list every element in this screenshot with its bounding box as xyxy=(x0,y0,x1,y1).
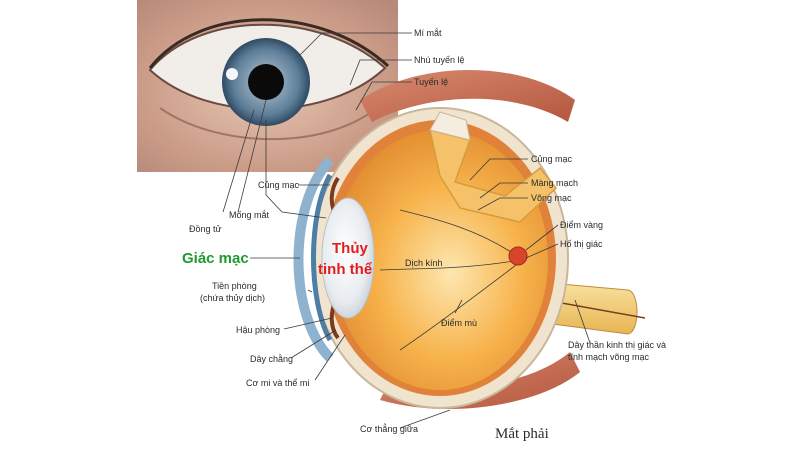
eyeball-section xyxy=(293,107,569,409)
eye-photo-lower-lid xyxy=(159,104,381,141)
blood-vessels xyxy=(379,209,521,351)
label-lens-line2: tinh thể xyxy=(318,261,372,278)
cornea xyxy=(293,156,334,362)
sclera-cut-flap xyxy=(429,111,471,141)
labels: Mí mắt Nhú tuyến lệ Tuyến lệ Củng mạc Mà… xyxy=(182,28,666,442)
label-retina: Võng mạc xyxy=(531,193,572,203)
label-sclera-left: Củng mạc xyxy=(258,180,300,190)
label-fovea: Hố thị giác xyxy=(560,239,603,249)
superior-muscle xyxy=(360,70,575,122)
label-choroid: Màng mạch xyxy=(531,178,578,188)
retina-cut-band xyxy=(429,128,558,223)
diagram-title: Mắt phải xyxy=(495,426,549,442)
label-vitreous: Dịch kính xyxy=(405,258,443,268)
iris-section xyxy=(311,173,333,342)
label-rectus-muscle: Cơ thẳng giữa xyxy=(360,423,418,434)
label-anterior-chamber-2: (chứa thủy dịch) xyxy=(200,293,265,303)
label-iris: Mống mắt xyxy=(229,210,270,220)
label-macula: Điểm vàng xyxy=(560,220,603,230)
label-blind-spot: Điểm mù xyxy=(441,318,477,328)
macula-spot xyxy=(508,246,528,266)
label-cornea: Giác mạc xyxy=(182,250,249,267)
leader-lines xyxy=(222,32,591,429)
eye-photo-lashes xyxy=(148,18,390,69)
label-eyelid: Mí mắt xyxy=(414,28,442,38)
lens xyxy=(321,197,375,319)
label-zonule: Dây chằng xyxy=(250,354,293,364)
label-anterior-chamber-1: Tiền phòng xyxy=(212,281,257,291)
label-ciliary: Cơ mi và thể mi xyxy=(246,378,309,388)
label-optic-nerve-2: tĩnh mạch võng mạc xyxy=(568,352,650,362)
label-posterior-chamber: Hậu phòng xyxy=(236,325,280,335)
label-optic-nerve-1: Dây thần kinh thị giác và xyxy=(568,340,666,350)
label-pupil: Đồng tử xyxy=(189,224,222,234)
label-sclera-top: Củng mạc xyxy=(531,154,573,164)
eye-photo-pupil xyxy=(248,64,284,100)
eye-photo-glint xyxy=(226,68,238,80)
label-lacrimal-gland: Tuyến lệ xyxy=(414,77,448,87)
label-lens-line1: Thủy xyxy=(332,240,368,257)
eye-photo xyxy=(137,0,398,172)
label-lacrimal-papilla: Nhú tuyến lệ xyxy=(414,55,465,65)
